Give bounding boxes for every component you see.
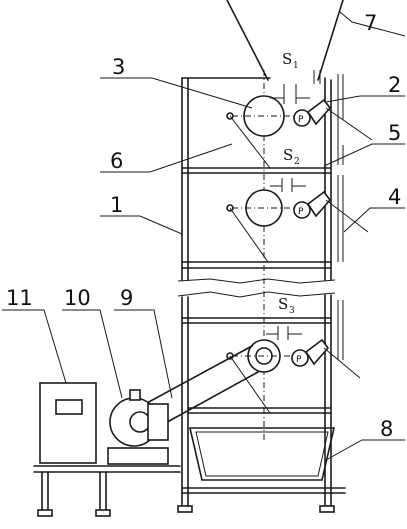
gap-s3: S 3 (266, 295, 302, 340)
svg-text:P: P (298, 115, 304, 125)
roller-2 (226, 189, 300, 263)
svg-text:S: S (283, 146, 293, 164)
svg-text:3: 3 (289, 306, 295, 316)
base-bench (33, 465, 335, 517)
label-6: 6 (110, 149, 123, 173)
label-11: 11 (6, 286, 33, 310)
svg-text:1: 1 (293, 61, 299, 71)
tray (188, 427, 336, 481)
roller-3 (226, 339, 300, 414)
label-7: 7 (364, 11, 377, 35)
side-rails (337, 74, 344, 360)
roller-1 (226, 95, 300, 169)
leader-lines (2, 11, 406, 461)
sensor-2: P (293, 190, 332, 219)
label-5: 5 (388, 121, 401, 145)
svg-text:P: P (298, 207, 304, 217)
label-3: 3 (112, 55, 125, 79)
sensor-1: P (293, 98, 332, 127)
motor (107, 389, 169, 465)
sensor-arms (323, 107, 373, 379)
part-labels: 7 3 2 5 6 4 1 11 10 9 8 (6, 11, 401, 441)
svg-text:2: 2 (294, 157, 300, 167)
lower-frame (177, 291, 346, 509)
label-9: 9 (120, 286, 133, 310)
svg-text:S: S (282, 50, 292, 68)
gap-s2: S 2 (270, 146, 306, 192)
gap-s1: S 1 (270, 50, 321, 104)
label-4: 4 (388, 185, 401, 209)
control-box (39, 382, 97, 464)
label-10: 10 (64, 286, 91, 310)
label-2: 2 (388, 73, 401, 97)
svg-text:S: S (278, 295, 288, 313)
hopper (226, 0, 344, 81)
svg-text:P: P (296, 355, 302, 365)
label-8: 8 (380, 417, 393, 441)
label-1: 1 (110, 193, 123, 217)
sensor-3: P (291, 338, 330, 367)
upper-frame (177, 77, 336, 284)
